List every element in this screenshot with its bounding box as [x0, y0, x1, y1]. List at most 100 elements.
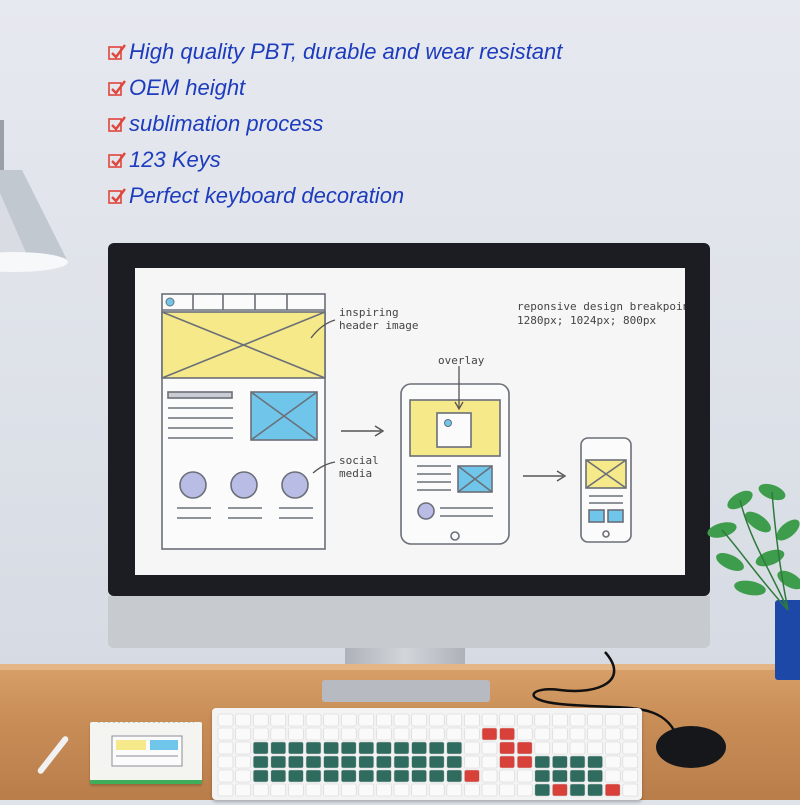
keycap	[552, 713, 568, 727]
keycap	[252, 783, 269, 797]
keycap	[270, 769, 287, 783]
keycap	[516, 755, 533, 769]
keycap	[305, 755, 322, 769]
potted-plant-icon	[707, 483, 800, 680]
keycap	[217, 741, 234, 755]
keycap	[393, 713, 410, 727]
keycap	[288, 769, 304, 783]
keycap	[235, 727, 251, 741]
feature-item: OEM height	[108, 70, 562, 106]
keycap	[569, 755, 586, 769]
keycap	[376, 713, 392, 727]
keycap	[393, 741, 410, 755]
keycap	[411, 713, 427, 727]
keycap	[376, 783, 392, 797]
wireframe-drawing: inspiring header image social media repo…	[161, 293, 709, 550]
keycap	[323, 727, 339, 741]
keycap	[288, 727, 304, 741]
keycap	[622, 783, 639, 797]
tablet-wireframe	[400, 383, 510, 545]
keycap	[481, 741, 498, 755]
keycap	[270, 713, 287, 727]
keycap	[499, 727, 515, 741]
feature-text: sublimation process	[129, 111, 324, 136]
keycap	[358, 783, 375, 797]
keycap	[499, 741, 515, 755]
keycap	[622, 741, 639, 755]
keycap	[252, 755, 269, 769]
keycap	[622, 713, 639, 727]
keycap	[516, 713, 533, 727]
keycap	[411, 755, 427, 769]
keycap	[393, 783, 410, 797]
lamp-arm	[0, 120, 4, 200]
keycap	[446, 755, 463, 769]
header-annotation: header image	[339, 319, 418, 332]
keycap	[358, 769, 375, 783]
keycap	[481, 769, 498, 783]
feature-item: 123 Keys	[108, 142, 562, 178]
keycap	[464, 783, 480, 797]
keycap	[217, 783, 234, 797]
overlay-annotation: overlay	[438, 354, 485, 367]
keycap	[534, 741, 551, 755]
keycap	[428, 769, 445, 783]
keycap	[587, 741, 603, 755]
keycap	[587, 755, 603, 769]
keycap	[323, 741, 339, 755]
keycap	[534, 727, 551, 741]
keycap	[604, 769, 621, 783]
keycap	[569, 727, 586, 741]
keycap	[464, 769, 480, 783]
keycap	[604, 741, 621, 755]
header-annotation: inspiring	[339, 306, 399, 319]
feature-item: High quality PBT, durable and wear resis…	[108, 34, 562, 70]
keycap	[534, 755, 551, 769]
keycap	[340, 755, 357, 769]
keycap	[305, 769, 322, 783]
keycap	[499, 713, 515, 727]
keycap	[446, 713, 463, 727]
desk-lamp-icon	[0, 170, 68, 272]
keycap	[305, 741, 322, 755]
keycap	[323, 713, 339, 727]
keycap	[393, 755, 410, 769]
keycap	[393, 769, 410, 783]
phone-wireframe	[580, 437, 632, 543]
keycap	[235, 713, 251, 727]
keycap	[411, 727, 427, 741]
keycap	[481, 783, 498, 797]
keycap	[340, 783, 357, 797]
keycap	[340, 727, 357, 741]
keycap	[464, 713, 480, 727]
keycap	[252, 713, 269, 727]
keycap	[516, 769, 533, 783]
keycap	[569, 783, 586, 797]
keycap	[464, 755, 480, 769]
keycap	[622, 727, 639, 741]
keycap	[428, 741, 445, 755]
keycap	[305, 713, 322, 727]
keycap	[305, 783, 322, 797]
keycap	[288, 755, 304, 769]
keycap	[534, 713, 551, 727]
keycap	[446, 769, 463, 783]
keycap	[587, 713, 603, 727]
keycap	[217, 769, 234, 783]
feature-text: Perfect keyboard decoration	[129, 183, 405, 208]
keycap	[481, 755, 498, 769]
keycap	[428, 713, 445, 727]
keycap	[252, 741, 269, 755]
keycap	[499, 769, 515, 783]
keycap	[604, 727, 621, 741]
monitor-screen: inspiring header image social media repo…	[135, 268, 709, 575]
arrow-annotation	[312, 461, 336, 474]
flow-arrow	[523, 470, 567, 482]
keycap	[534, 769, 551, 783]
check-icon	[108, 116, 126, 132]
keycap	[270, 783, 287, 797]
keycap	[552, 741, 568, 755]
monitor-chin	[108, 596, 710, 648]
desk-edge	[0, 664, 800, 670]
